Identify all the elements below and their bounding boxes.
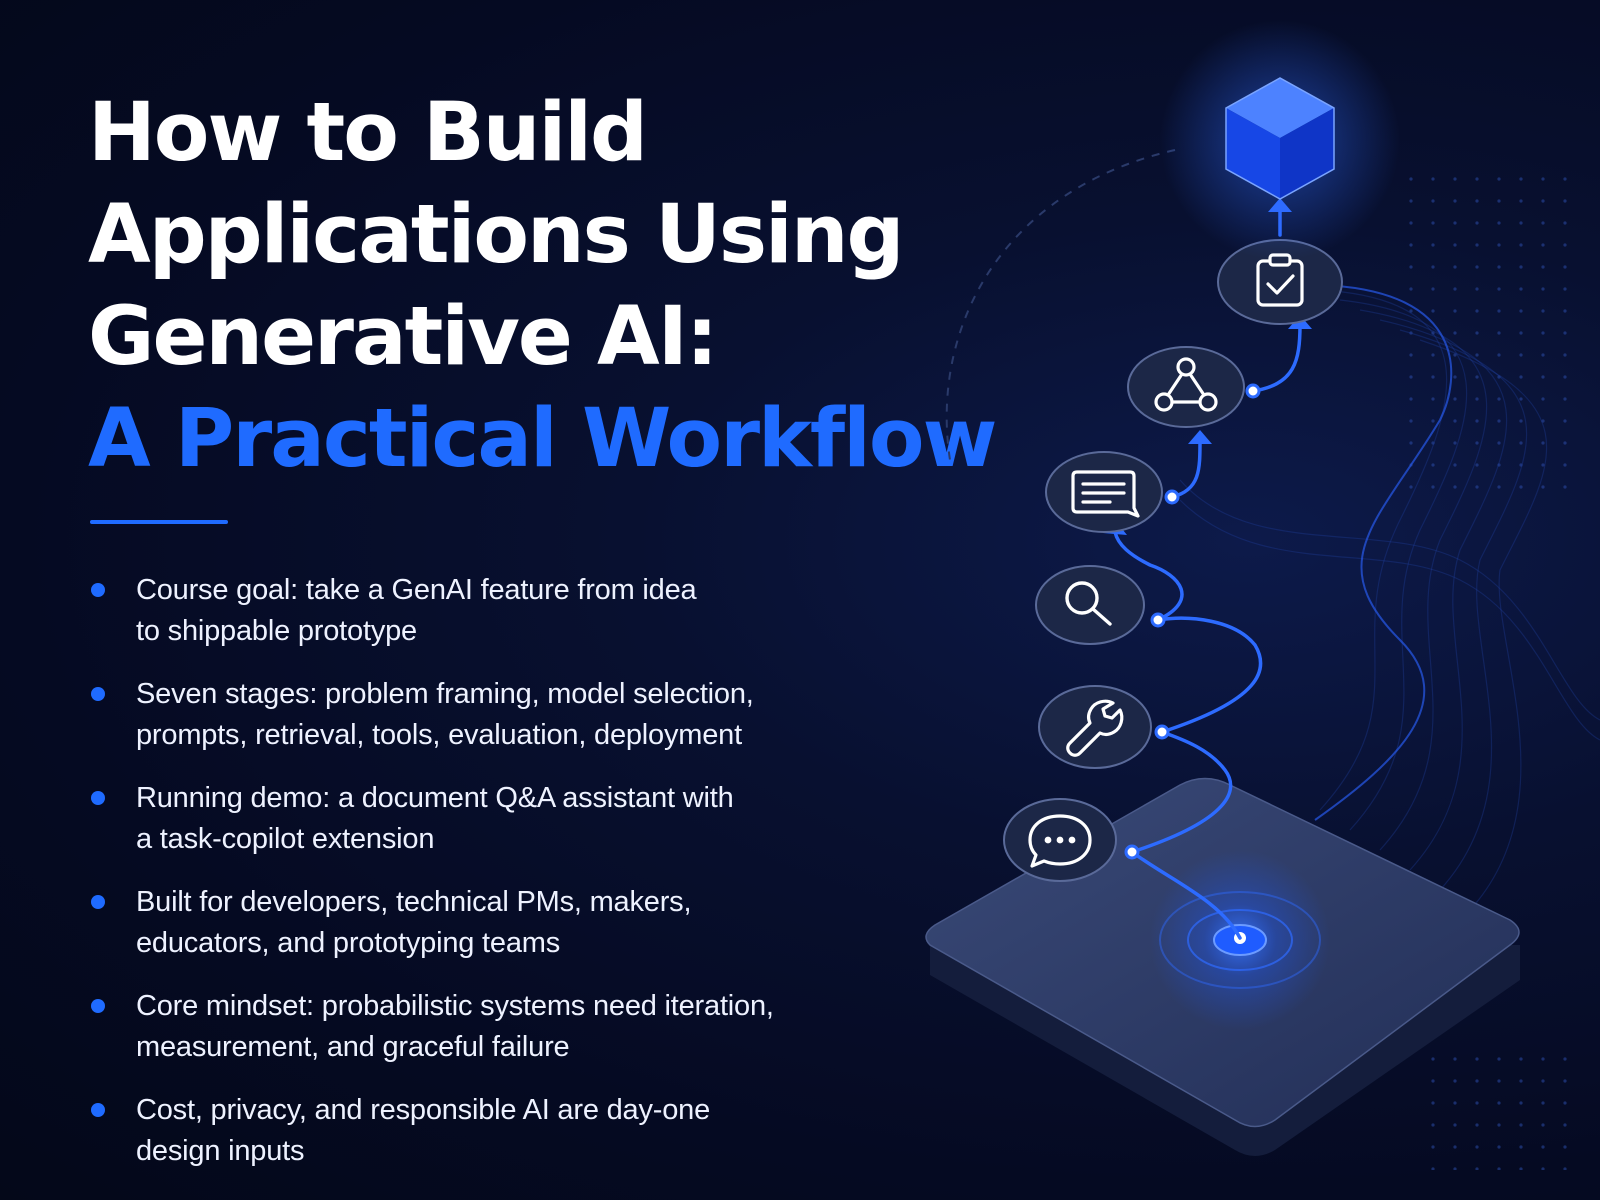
bullet-text-line: Seven stages: problem framing, model sel… <box>136 678 754 710</box>
stage-node-chat <box>1003 798 1117 882</box>
bullet-text-line: measurement, and graceful failure <box>136 1031 570 1063</box>
title-divider <box>90 520 228 524</box>
search-icon <box>1065 581 1112 626</box>
document-icon <box>1071 470 1140 518</box>
bullet-list: Course goal: take a GenAI feature from i… <box>90 570 850 1194</box>
bullet-item: Running demo: a document Q&A assistant w… <box>90 778 850 860</box>
workflow-illustration <box>900 0 1600 1200</box>
network-icon <box>1154 357 1218 412</box>
cube-icon <box>1225 77 1335 200</box>
stage-node-search <box>1035 565 1145 645</box>
bullet-item: Seven stages: problem framing, model sel… <box>90 674 850 756</box>
base-ring-outer <box>1159 891 1321 989</box>
bullet-text-line: Cost, privacy, and responsible AI are da… <box>136 1094 711 1126</box>
stage-node-network <box>1127 346 1245 428</box>
bullet-dot-icon <box>91 583 105 597</box>
bullet-text-line: Built for developers, technical PMs, mak… <box>136 886 692 918</box>
bullet-dot-icon <box>91 791 105 805</box>
bullet-text-line: design inputs <box>136 1135 305 1167</box>
stage-node-document <box>1045 451 1163 533</box>
title-accent-line: A Practical Workflow <box>88 392 997 486</box>
bullet-dot-icon <box>91 999 105 1013</box>
title-line-1: How to Build <box>88 86 648 180</box>
path-junctions <box>1124 383 1261 860</box>
bullet-item: Course goal: take a GenAI feature from i… <box>90 570 850 652</box>
contour-lines <box>1179 289 1600 911</box>
bullet-text-line: prompts, retrieval, tools, evaluation, d… <box>136 719 742 751</box>
bullet-item: Built for developers, technical PMs, mak… <box>90 882 850 964</box>
base-ring-mid <box>1187 909 1293 971</box>
bullet-text-line: Core mindset: probabilistic systems need… <box>136 990 774 1022</box>
bullet-item: Cost, privacy, and responsible AI are da… <box>90 1090 850 1172</box>
accent-contour-line <box>1314 284 1453 821</box>
bullet-text-line: educators, and prototyping teams <box>136 927 561 959</box>
bullet-text-line: Running demo: a document Q&A assistant w… <box>136 782 734 814</box>
wrench-icon <box>1066 699 1124 757</box>
title-line-3: Generative AI: <box>88 290 718 384</box>
bullet-text-line: Course goal: take a GenAI feature from i… <box>136 574 697 606</box>
title-line-2: Applications Using <box>88 188 904 282</box>
bullet-text-line: to shippable prototype <box>136 615 417 647</box>
dashed-arc <box>945 149 1176 461</box>
stage-node-wrench <box>1038 685 1152 769</box>
bullet-dot-icon <box>91 1103 105 1117</box>
bullet-text-line: a task-copilot extension <box>136 823 435 855</box>
dot-grid-bottom <box>1430 1040 1580 1170</box>
workflow-svg <box>925 20 1600 1170</box>
bullet-item: Core mindset: probabilistic systems need… <box>90 986 850 1068</box>
bullet-dot-icon <box>91 687 105 701</box>
title-block: How to Build Applications Using Generati… <box>88 82 997 490</box>
chat-icon <box>1028 814 1092 868</box>
bullet-dot-icon <box>91 895 105 909</box>
